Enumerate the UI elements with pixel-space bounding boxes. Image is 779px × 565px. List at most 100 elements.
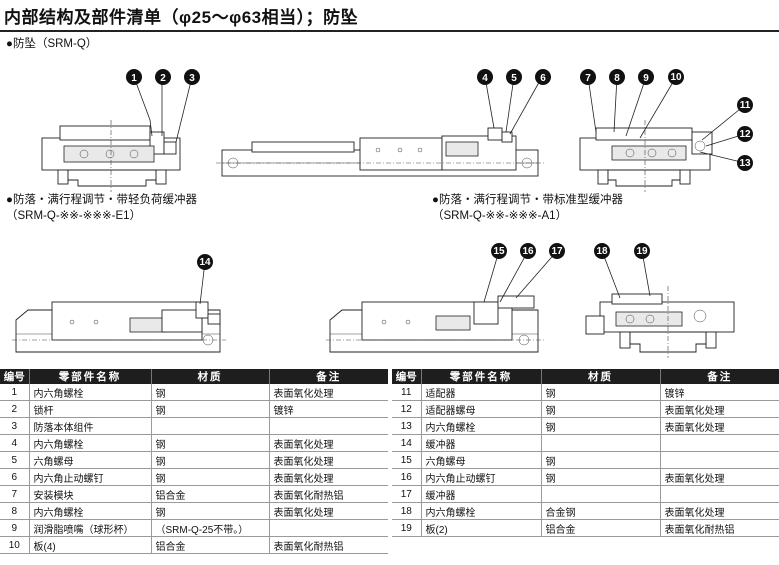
svg-text:17: 17 [551,246,563,257]
cell-no: 7 [0,485,29,503]
cell-note: 表面氧化处理 [268,384,388,401]
drawing-side-view-3 [326,295,544,353]
cell-note: 表面氧化处理 [268,451,388,469]
cell-material: 钢 [540,451,660,469]
cell-material: 铝合金 [150,485,269,503]
svg-text:10: 10 [670,72,682,83]
cell-no: 1 [0,384,29,401]
cell-no: 18 [392,502,421,520]
cell-material: 铝合金 [540,519,660,537]
balloon-15: 15 [491,243,507,259]
svg-text:3: 3 [189,73,195,84]
svg-text:13: 13 [739,158,751,169]
svg-text:2: 2 [160,73,166,84]
cell-name: 板(4) [28,536,151,554]
cell-material: 钢 [150,451,269,469]
cell-note: 镀锌 [268,400,388,418]
cell-note: 表面氧化处理 [659,417,779,435]
cell-material: 钢 [540,384,660,401]
page-title: 内部结构及部件清单（φ25～φ63相当）；防坠 [4,8,359,27]
cell-note: 表面氧化处理 [268,434,388,452]
svg-text:8: 8 [614,73,620,84]
header-note: 备注 [659,369,779,384]
balloon-17: 17 [549,243,565,259]
cell-no: 4 [0,434,29,452]
caption-fig1: ●防坠（SRM-Q） [6,38,98,50]
header-name: 零部件名称 [420,369,541,384]
cell-material: 钢 [150,400,269,418]
cell-no: 16 [392,468,421,486]
cell-material: 合金钢 [540,502,660,520]
svg-text:7: 7 [585,73,591,84]
cell-name: 内六角螺栓 [420,502,541,520]
balloon-4: 4 [477,69,493,85]
balloon-11: 11 [737,97,753,113]
svg-text:16: 16 [522,246,534,257]
cell-material: （SRM-Q-25不带。） [150,519,269,537]
cell-note [268,417,388,435]
parts-table-left-header: 编号 零部件名称 材质 备注 [0,369,388,384]
cell-name: 内六角螺栓 [420,417,541,435]
parts-table-right-header: 编号 零部件名称 材质 备注 [392,369,779,384]
cell-no: 14 [392,434,421,452]
cell-name: 内六角螺栓 [28,434,151,452]
cell-note: 表面氧化处理 [659,468,779,486]
balloon-19: 19 [634,243,650,259]
cell-name: 缓冲器 [420,485,541,503]
drawing-end-view-1 [41,120,181,192]
header-note: 备注 [268,369,388,384]
balloon-1: 1 [126,69,142,85]
cell-note [659,434,779,452]
svg-text:18: 18 [596,246,608,257]
header-name: 零部件名称 [28,369,151,384]
cell-note [659,451,779,469]
cell-material: 钢 [540,400,660,418]
svg-text:5: 5 [511,73,517,84]
balloon-14: 14 [197,254,213,270]
svg-text:12: 12 [739,129,751,140]
header-material: 材质 [150,369,269,384]
cell-note: 表面氧化处理 [659,400,779,418]
cell-name: 内六角螺栓 [28,502,151,520]
balloon-2: 2 [155,69,171,85]
svg-text:6: 6 [540,73,546,84]
cell-name: 缓冲器 [420,434,541,452]
cell-name: 适配器 [420,384,541,401]
balloon-3: 3 [184,69,200,85]
header-no: 编号 [0,369,29,384]
cell-material [540,485,660,503]
cell-no: 2 [0,400,29,418]
header-material: 材质 [540,369,660,384]
cell-no: 10 [0,536,29,554]
svg-text:1: 1 [131,73,137,84]
cell-name: 六角螺母 [28,451,151,469]
caption-fig3-line2: （SRM-Q-※※-※※※-A1） [432,210,568,222]
cell-material: 钢 [150,384,269,401]
drawing-side-view-1 [216,127,544,177]
cell-material: 钢 [540,417,660,435]
cell-name: 内六角螺栓 [28,384,151,401]
cell-note: 表面氧化耐热铝 [268,536,388,554]
balloon-7: 7 [580,69,596,85]
svg-text:15: 15 [493,246,505,257]
drawing-side-view-2 [12,301,226,353]
svg-text:9: 9 [643,73,649,84]
balloon-5: 5 [506,69,522,85]
cell-name: 内六角止动螺钉 [28,468,151,486]
cell-note: 表面氧化耐热铝 [268,485,388,503]
balloon-10: 10 [668,69,684,85]
title-divider [0,30,779,32]
cell-note: 表面氧化处理 [659,502,779,520]
